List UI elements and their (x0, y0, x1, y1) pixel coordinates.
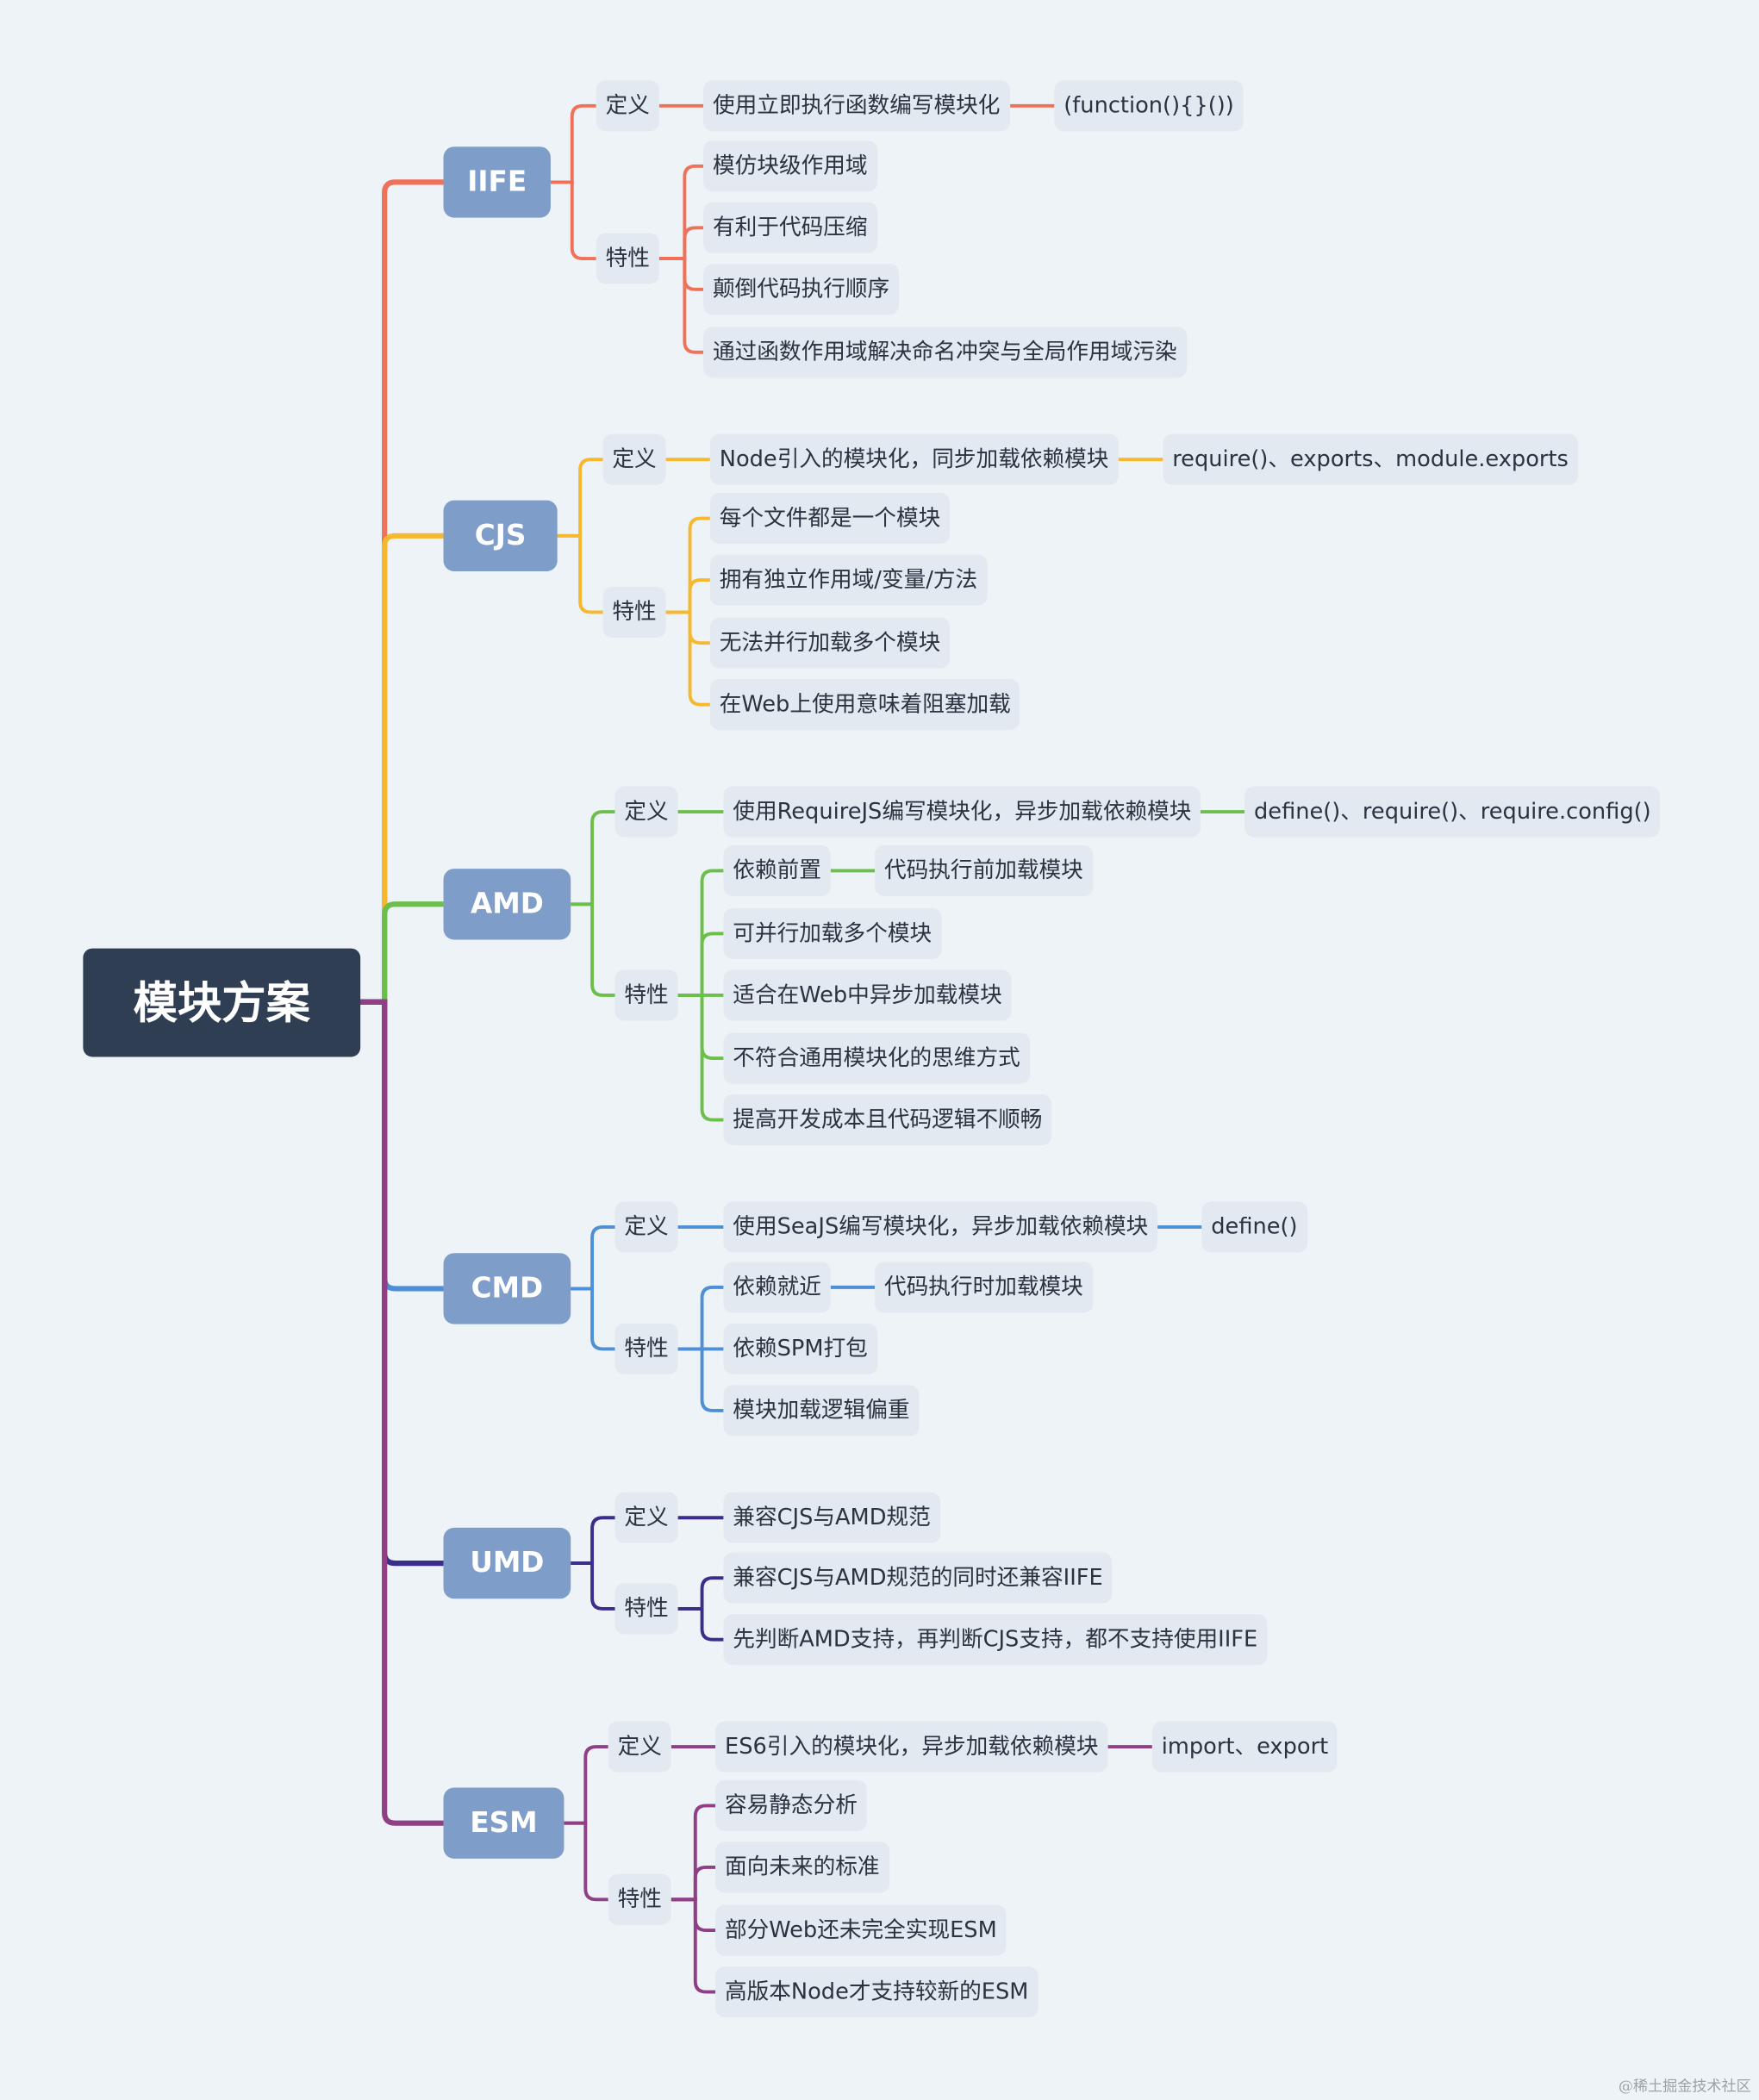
branch-connector (571, 1516, 615, 1566)
traits-label[interactable]: 特性 (608, 1873, 671, 1925)
trait-connector (658, 226, 704, 260)
trait-node[interactable]: 有利于代码压缩 (703, 202, 877, 253)
branch-connector (571, 1287, 615, 1351)
trait-node[interactable]: 先判断AMD支持，再判断CJS支持，都不支持使用IIFE (723, 1614, 1268, 1666)
watermark: @稀土掘金技术社区 (1618, 2078, 1751, 2096)
definition-label[interactable]: 定义 (608, 1721, 671, 1773)
definition-node[interactable]: ES6引入的模块化，异步加载依赖模块 (715, 1721, 1108, 1773)
branch-connector (564, 1821, 608, 1902)
traits-label[interactable]: 特性 (596, 233, 659, 284)
trait-connector (677, 1576, 724, 1611)
definition-detail-node[interactable]: import、export (1151, 1721, 1338, 1773)
trait-connector (677, 1607, 724, 1642)
trait-connector (677, 932, 724, 997)
branch-connector (571, 1561, 615, 1611)
trait-connector (665, 516, 710, 614)
definition-node[interactable]: 兼容CJS与AMD规范 (723, 1492, 940, 1543)
trait-node[interactable]: 提高开发成本且代码逻辑不顺畅 (723, 1094, 1052, 1146)
trait-node[interactable]: 拥有独立作用域/变量/方法 (709, 554, 988, 606)
trait-detail-node[interactable]: 代码执行前加载模块 (875, 844, 1093, 896)
branch-node-cmd[interactable]: CMD (443, 1253, 571, 1324)
definition-detail-node[interactable]: define() (1201, 1201, 1307, 1253)
trait-connector (665, 610, 710, 645)
branch-node-amd[interactable]: AMD (443, 869, 571, 940)
definition-label[interactable]: 定义 (614, 1492, 678, 1543)
trait-connector (658, 164, 704, 260)
trait-connector (677, 994, 724, 1122)
root-node[interactable]: 模块方案 (83, 948, 361, 1057)
branch-node-cjs[interactable]: CJS (443, 500, 558, 571)
branch-node-iife[interactable]: IIFE (443, 146, 551, 218)
trait-node[interactable]: 依赖就近 (723, 1262, 831, 1313)
trait-node[interactable]: 高版本Node才支持较新的ESM (715, 1966, 1039, 2018)
branch-connector (550, 180, 596, 260)
trait-node[interactable]: 兼容CJS与AMD规范的同时还兼容IIFE (723, 1552, 1113, 1604)
trait-connector (671, 1804, 716, 1902)
definition-label[interactable]: 定义 (614, 1201, 678, 1253)
branch-node-umd[interactable]: UMD (443, 1527, 571, 1599)
traits-label[interactable]: 特性 (614, 1323, 678, 1374)
definition-node[interactable]: 使用RequireJS编写模块化，异步加载依赖模块 (723, 786, 1201, 838)
trait-connector (671, 1897, 716, 1932)
branch-node-esm[interactable]: ESM (443, 1787, 565, 1859)
definition-node[interactable]: 使用SeaJS编写模块化，异步加载依赖模块 (723, 1201, 1158, 1253)
branch-connector (571, 902, 615, 997)
trait-connector (677, 1285, 724, 1351)
trait-node[interactable]: 部分Web还未完全实现ESM (715, 1904, 1007, 1956)
definition-label[interactable]: 定义 (596, 80, 659, 132)
trait-connector (665, 578, 710, 614)
trait-node[interactable]: 颠倒代码执行顺序 (703, 264, 900, 315)
trait-node[interactable]: 依赖SPM打包 (723, 1323, 877, 1374)
trunk-connector (360, 533, 444, 1005)
trunk-connector (360, 999, 444, 1292)
trait-node[interactable]: 依赖前置 (723, 844, 831, 896)
branch-connector (557, 533, 603, 614)
definition-detail-node[interactable]: (function(){}()) (1054, 80, 1244, 132)
trait-detail-node[interactable]: 代码执行时加载模块 (875, 1262, 1093, 1313)
definition-detail-node[interactable]: define()、require()、require.config() (1244, 786, 1661, 838)
trait-connector (665, 610, 710, 707)
trait-connector (658, 257, 704, 291)
trait-node[interactable]: 适合在Web中异步加载模块 (723, 969, 1012, 1021)
definition-node[interactable]: Node引入的模块化，同步加载依赖模块 (709, 433, 1119, 485)
trait-connector (671, 1866, 716, 1902)
trait-node[interactable]: 在Web上使用意味着阻塞加载 (709, 679, 1020, 731)
trait-node[interactable]: 通过函数作用域解决命名冲突与全局作用域污染 (703, 327, 1187, 378)
definition-node[interactable]: 使用立即执行函数编写模块化 (703, 80, 1010, 132)
trait-node[interactable]: 模块加载逻辑偏重 (723, 1385, 920, 1436)
trait-node[interactable]: 不符合通用模块化的思维方式 (723, 1032, 1030, 1084)
traits-label[interactable]: 特性 (602, 586, 666, 638)
definition-label[interactable]: 定义 (602, 433, 666, 485)
trunk-connector (360, 999, 444, 1826)
branch-connector (571, 1224, 615, 1291)
branch-connector (564, 1745, 608, 1825)
trait-node[interactable]: 模仿块级作用域 (703, 140, 877, 192)
branch-connector (571, 810, 615, 907)
branch-connector (550, 103, 596, 184)
definition-detail-node[interactable]: require()、exports、module.exports (1163, 433, 1578, 485)
trait-connector (677, 1347, 724, 1412)
definition-label[interactable]: 定义 (614, 786, 678, 838)
trunk-connector (360, 901, 444, 1005)
trait-connector (671, 1897, 716, 1994)
trait-node[interactable]: 无法并行加载多个模块 (709, 617, 951, 669)
trait-node[interactable]: 每个文件都是一个模块 (709, 493, 951, 545)
trunk-connector (360, 999, 444, 1567)
traits-label[interactable]: 特性 (614, 1583, 678, 1635)
trait-connector (677, 869, 724, 997)
traits-label[interactable]: 特性 (614, 969, 678, 1021)
trait-node[interactable]: 可并行加载多个模块 (723, 907, 942, 960)
trunk-connector (360, 179, 444, 1005)
branch-connector (557, 458, 603, 538)
trait-node[interactable]: 面向未来的标准 (715, 1841, 889, 1893)
trait-connector (658, 257, 704, 354)
trait-node[interactable]: 容易静态分析 (715, 1779, 867, 1832)
